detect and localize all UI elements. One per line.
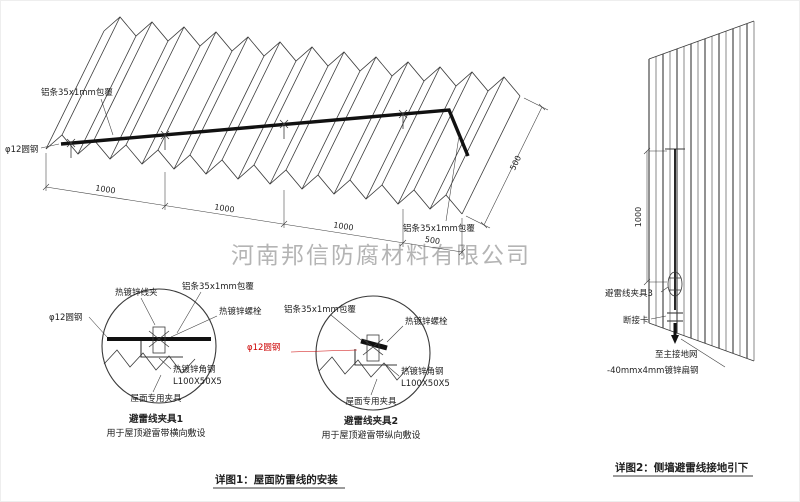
roof-dim-2: 1000 [214, 202, 236, 214]
corrugation-line [173, 50, 233, 170]
detail-1-wire-clip-label: 热镀锌线夹 [115, 287, 158, 298]
corrugation-line [205, 55, 265, 175]
detail-1-angle-steel [140, 341, 183, 358]
wall-edges [648, 20, 755, 362]
detail-2-subtitle: 用于屋顶避雷带纵向敷设 [321, 429, 420, 441]
corrugation-line [445, 76, 505, 196]
detail-2-wire [360, 338, 388, 351]
corrugation-line [429, 90, 489, 210]
to-ground-arrow [671, 335, 679, 344]
detail-2-red-leader [290, 349, 358, 353]
detail-2-circle [315, 295, 431, 411]
corrugation-line [397, 85, 457, 205]
corrugation-line [269, 65, 329, 185]
disconnect-link-symbol [667, 312, 683, 322]
disconnect-label: 断接卡 [623, 315, 649, 326]
roof-dim-1: 1000 [95, 183, 117, 195]
wall-leaders [650, 286, 726, 368]
detail-2-bolt-label: 热镀锌螺栓 [405, 316, 448, 327]
detail-1-bolt-cross [148, 330, 170, 348]
detail-1-roof-clamp-label: 屋面专用夹具 [130, 393, 182, 404]
corrugation-line [461, 95, 521, 215]
roof-dimension-lines [42, 97, 549, 256]
detail-1-circle [101, 288, 217, 404]
corrugation-line [141, 45, 201, 165]
detail-1: 热镀锌线夹 铝条35x1mm包覆 热镀锌螺栓 φ12圆钢 热镀锌角钢 L100X… [49, 281, 262, 439]
wall-view: 1000 避雷线夹具3 断接卡 至主接地网 -40mmx4mm镀锌扁钢 [605, 20, 755, 376]
detail-1-angle-steel-label: 热镀锌角钢 [173, 364, 216, 375]
caption-detail-1: 详图1：屋面防雷线的安装 [215, 473, 338, 486]
clamp3-marker [667, 271, 683, 297]
detail-1-title: 避雷线夹具1 [129, 413, 183, 425]
to-ground-label: 至主接地网 [655, 349, 698, 360]
corrugation-profile [103, 16, 521, 97]
detail-2-angle-steel [354, 349, 397, 366]
roof-dim-4: 500 [424, 235, 441, 246]
company-watermark: 河南邦信防腐材料有限公司 [231, 243, 531, 269]
detail-2-strip-label: 铝条35x1mm包覆 [284, 304, 356, 315]
detail-2-roof-clamp-label: 屋面专用夹具 [345, 396, 397, 407]
detail-1-roof-profile [103, 349, 196, 374]
detail-2-clamp-plate [366, 334, 380, 362]
corrugation-line [157, 31, 217, 151]
corrugation-line [109, 40, 169, 160]
captions: 详图1：屋面防雷线的安装 详图2：侧墙避雷线接地引下 [213, 461, 753, 489]
detail-2-leaders [330, 314, 404, 396]
detail-2: 铝条35x1mm包覆 热镀锌螺栓 φ12圆钢 热镀锌角钢 L100X50X5 屋… [247, 295, 450, 441]
corrugation-line [189, 36, 249, 156]
detail-2-roof-profile [318, 356, 411, 381]
corrugation-line [77, 35, 137, 155]
detail-1-subtitle: 用于屋顶避雷带横向敷设 [106, 427, 205, 439]
roof-wire-clamps [66, 109, 408, 158]
lightning-wire [60, 108, 470, 157]
corrugation-line [125, 26, 185, 146]
detail-2-title: 避雷线夹具2 [344, 415, 398, 427]
corrugation-line [45, 30, 105, 150]
detail-2-round-steel-label: φ12圆钢 [247, 342, 280, 353]
roof-corrugation [45, 16, 521, 215]
corrugation-line [381, 66, 441, 186]
wall-dimension-lines [643, 147, 667, 286]
corrugation-line [253, 46, 313, 166]
wall-dim-1000: 1000 [634, 207, 643, 227]
roof-strip-label-right: 铝条35x1mm包覆 [403, 223, 475, 234]
detail-1-leaders [88, 291, 218, 393]
roof-strip-label-top: 铝条35x1mm包覆 [41, 87, 113, 98]
detail-1-round-steel-label: φ12圆钢 [49, 312, 82, 323]
corrugation-line [237, 60, 297, 180]
detail-2-angle-steel-label: 热镀锌角钢 [401, 366, 444, 377]
caption-detail-2: 详图2：侧墙避雷线接地引下 [615, 461, 749, 474]
corrugation-line [365, 80, 425, 200]
detail-1-clamp-plate [152, 326, 166, 354]
roof-dim-depth: 500 [508, 154, 523, 172]
corrugation-line [285, 51, 345, 171]
corrugation-line [413, 71, 473, 191]
detail-2-angle-size-label: L100X50X5 [401, 379, 450, 389]
detail-2-bolt-cross [362, 338, 384, 356]
corrugation-line [317, 56, 377, 176]
detail-1-angle-size-label: L100X50X5 [173, 377, 222, 387]
corrugation-line [93, 21, 153, 141]
clamp3-label: 避雷线夹具3 [605, 288, 653, 299]
detail-1-strip-label: 铝条35x1mm包覆 [182, 281, 254, 292]
corrugation-line [221, 41, 281, 161]
clamp3-marks [669, 277, 681, 291]
corrugation-line [333, 75, 393, 195]
flat-steel-label: -40mmx4mm镀锌扁钢 [607, 365, 698, 376]
corrugation-line [61, 16, 121, 136]
roof-leader-lines [40, 98, 460, 222]
wall-corrugation [648, 21, 755, 361]
corrugation-line [301, 70, 361, 190]
corrugation-line [349, 61, 409, 181]
roof-dim-3: 1000 [333, 220, 355, 232]
roof-round-steel-label: φ12圆钢 [5, 144, 38, 155]
roof-view: 铝条35x1mm包覆 φ12圆钢 铝条35x1mm包覆 1000 1000 10… [5, 16, 549, 256]
detail-1-bolt-label: 热镀锌螺栓 [219, 306, 262, 317]
